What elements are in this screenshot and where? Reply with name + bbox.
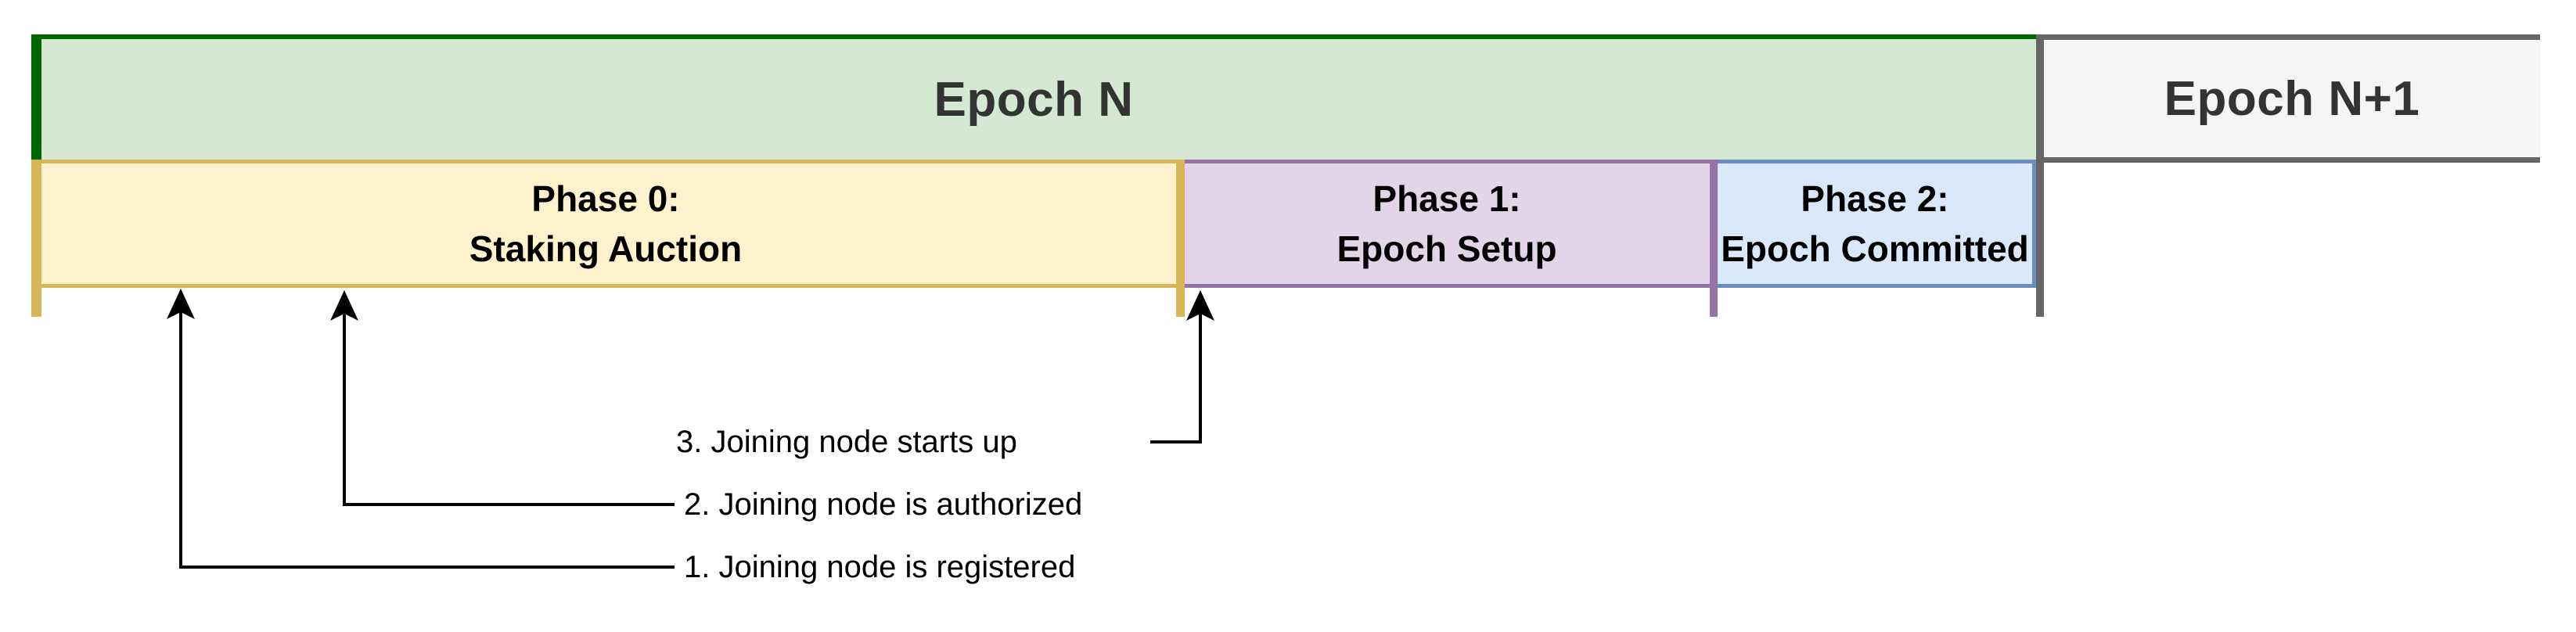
arrowhead-icon <box>1186 290 1214 321</box>
phase-1-title-line1: Phase 1: <box>1373 178 1521 219</box>
phase-0-bar: Phase 0: Staking Auction <box>31 160 1180 288</box>
epoch-boundary-divider <box>2036 34 2044 317</box>
phase-1-title-line2: Epoch Setup <box>1337 228 1557 269</box>
epoch-n-start-marker <box>31 34 41 160</box>
epoch-n-bar: Epoch N <box>31 34 2036 160</box>
phase-1-end-tick <box>1710 160 1718 317</box>
phase-0-title-line2: Staking Auction <box>469 228 743 269</box>
phase-0-end-tick <box>1176 160 1185 317</box>
phase-2-title-line1: Phase 2: <box>1801 178 1949 219</box>
epoch-n1-label: Epoch N+1 <box>2164 71 2420 126</box>
epoch-n-label: Epoch N <box>934 72 1134 127</box>
arrow-node-authorized <box>330 290 675 506</box>
phase-0-start-tick <box>31 160 41 317</box>
annotation-node-authorized: 2. Joining node is authorized <box>684 487 1083 522</box>
annotation-node-starts-up: 3. Joining node starts up <box>676 425 1017 459</box>
phase-0-title-line1: Phase 0: <box>531 178 680 219</box>
phase-1-bar: Phase 1: Epoch Setup <box>1180 160 1714 288</box>
annotation-node-registered: 1. Joining node is registered <box>684 550 1076 584</box>
epoch-n1-bar: Epoch N+1 <box>2044 34 2540 163</box>
phase-2-title-line2: Epoch Committed <box>1721 228 2029 269</box>
phase-2-bar: Phase 2: Epoch Committed <box>1714 160 2036 288</box>
arrowhead-icon <box>330 290 358 321</box>
arrowhead-icon <box>167 289 195 319</box>
arrow-node-registered <box>167 289 675 569</box>
